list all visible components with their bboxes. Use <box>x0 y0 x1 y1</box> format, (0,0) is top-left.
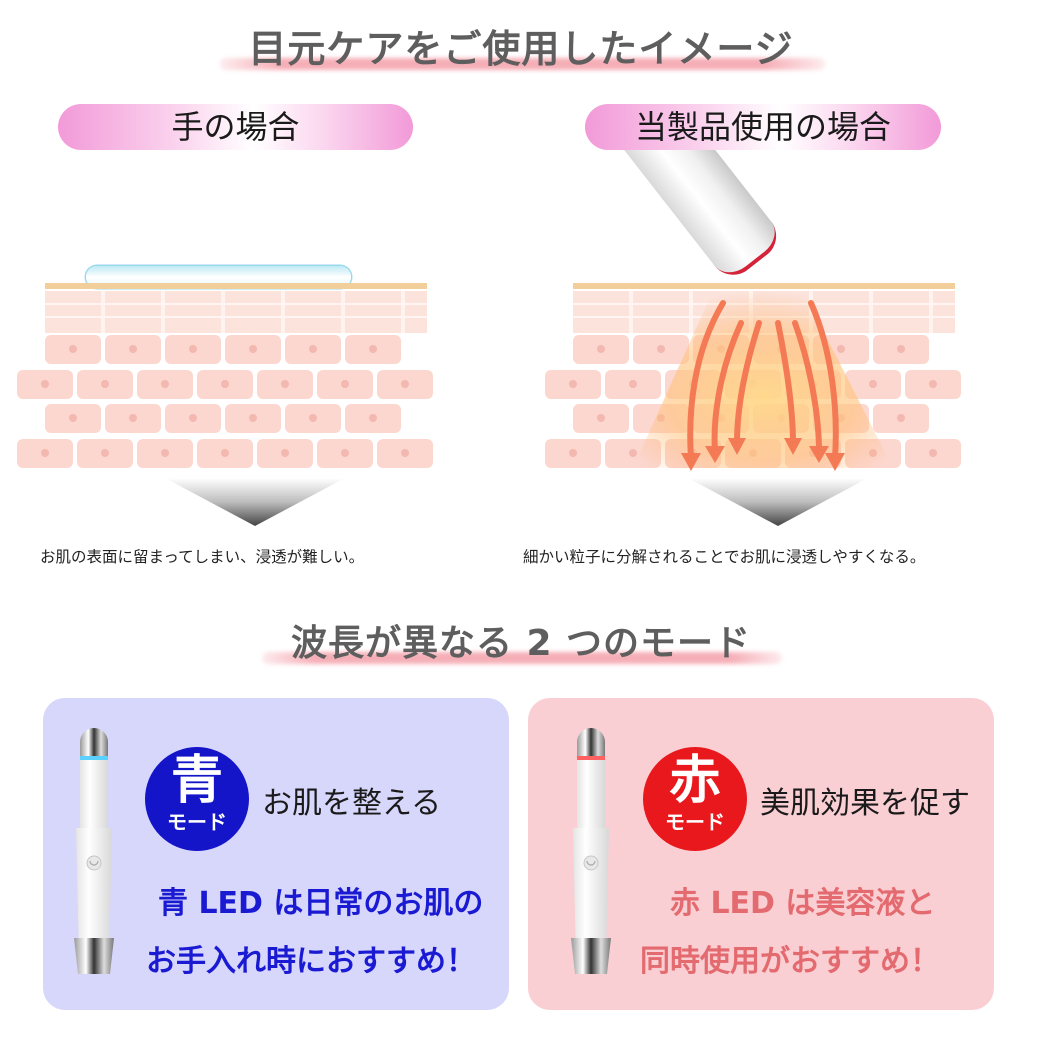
section2-title: 波長が異なる 2 つのモード <box>290 623 752 664</box>
blue-mode-line1: 青 LED は日常のお肌の <box>158 886 484 921</box>
blue-mode-badge: 青 モード <box>145 747 249 851</box>
skin-diagram-hand <box>17 283 433 473</box>
eye-massager-pen-icon <box>74 728 114 974</box>
eye-massager-pen-icon <box>571 728 611 974</box>
title-underline <box>220 58 825 70</box>
red-mode-line1: 赤 LED は美容液と <box>670 886 936 921</box>
red-mode-line2: 同時使用がおすすめ！ <box>640 944 940 979</box>
serum-blob-icon <box>86 266 351 288</box>
penetration-arrows-icon <box>633 291 893 471</box>
hand-case-caption: お肌の表面に留まってしまい、浸透が難しい。 <box>40 548 365 566</box>
down-arrow-icon <box>165 478 345 526</box>
blue-mode-description: お肌を整える <box>262 786 442 821</box>
down-arrow-icon <box>688 478 868 526</box>
blue-mode-card <box>43 698 509 1010</box>
red-mode-description: 美肌効果を促す <box>760 786 970 821</box>
red-mode-badge: 赤 モード <box>643 747 747 851</box>
product-case-label: 当製品使用の場合 <box>585 104 941 150</box>
product-case-caption: 細かい粒子に分解されることでお肌に浸透しやすくなる。 <box>523 548 926 566</box>
title-underline <box>262 652 782 664</box>
hand-case-label: 手の場合 <box>58 104 413 150</box>
blue-mode-line2: お手入れ時におすすめ！ <box>146 944 476 979</box>
section1-title: 目元ケアをご使用したイメージ <box>248 27 794 71</box>
